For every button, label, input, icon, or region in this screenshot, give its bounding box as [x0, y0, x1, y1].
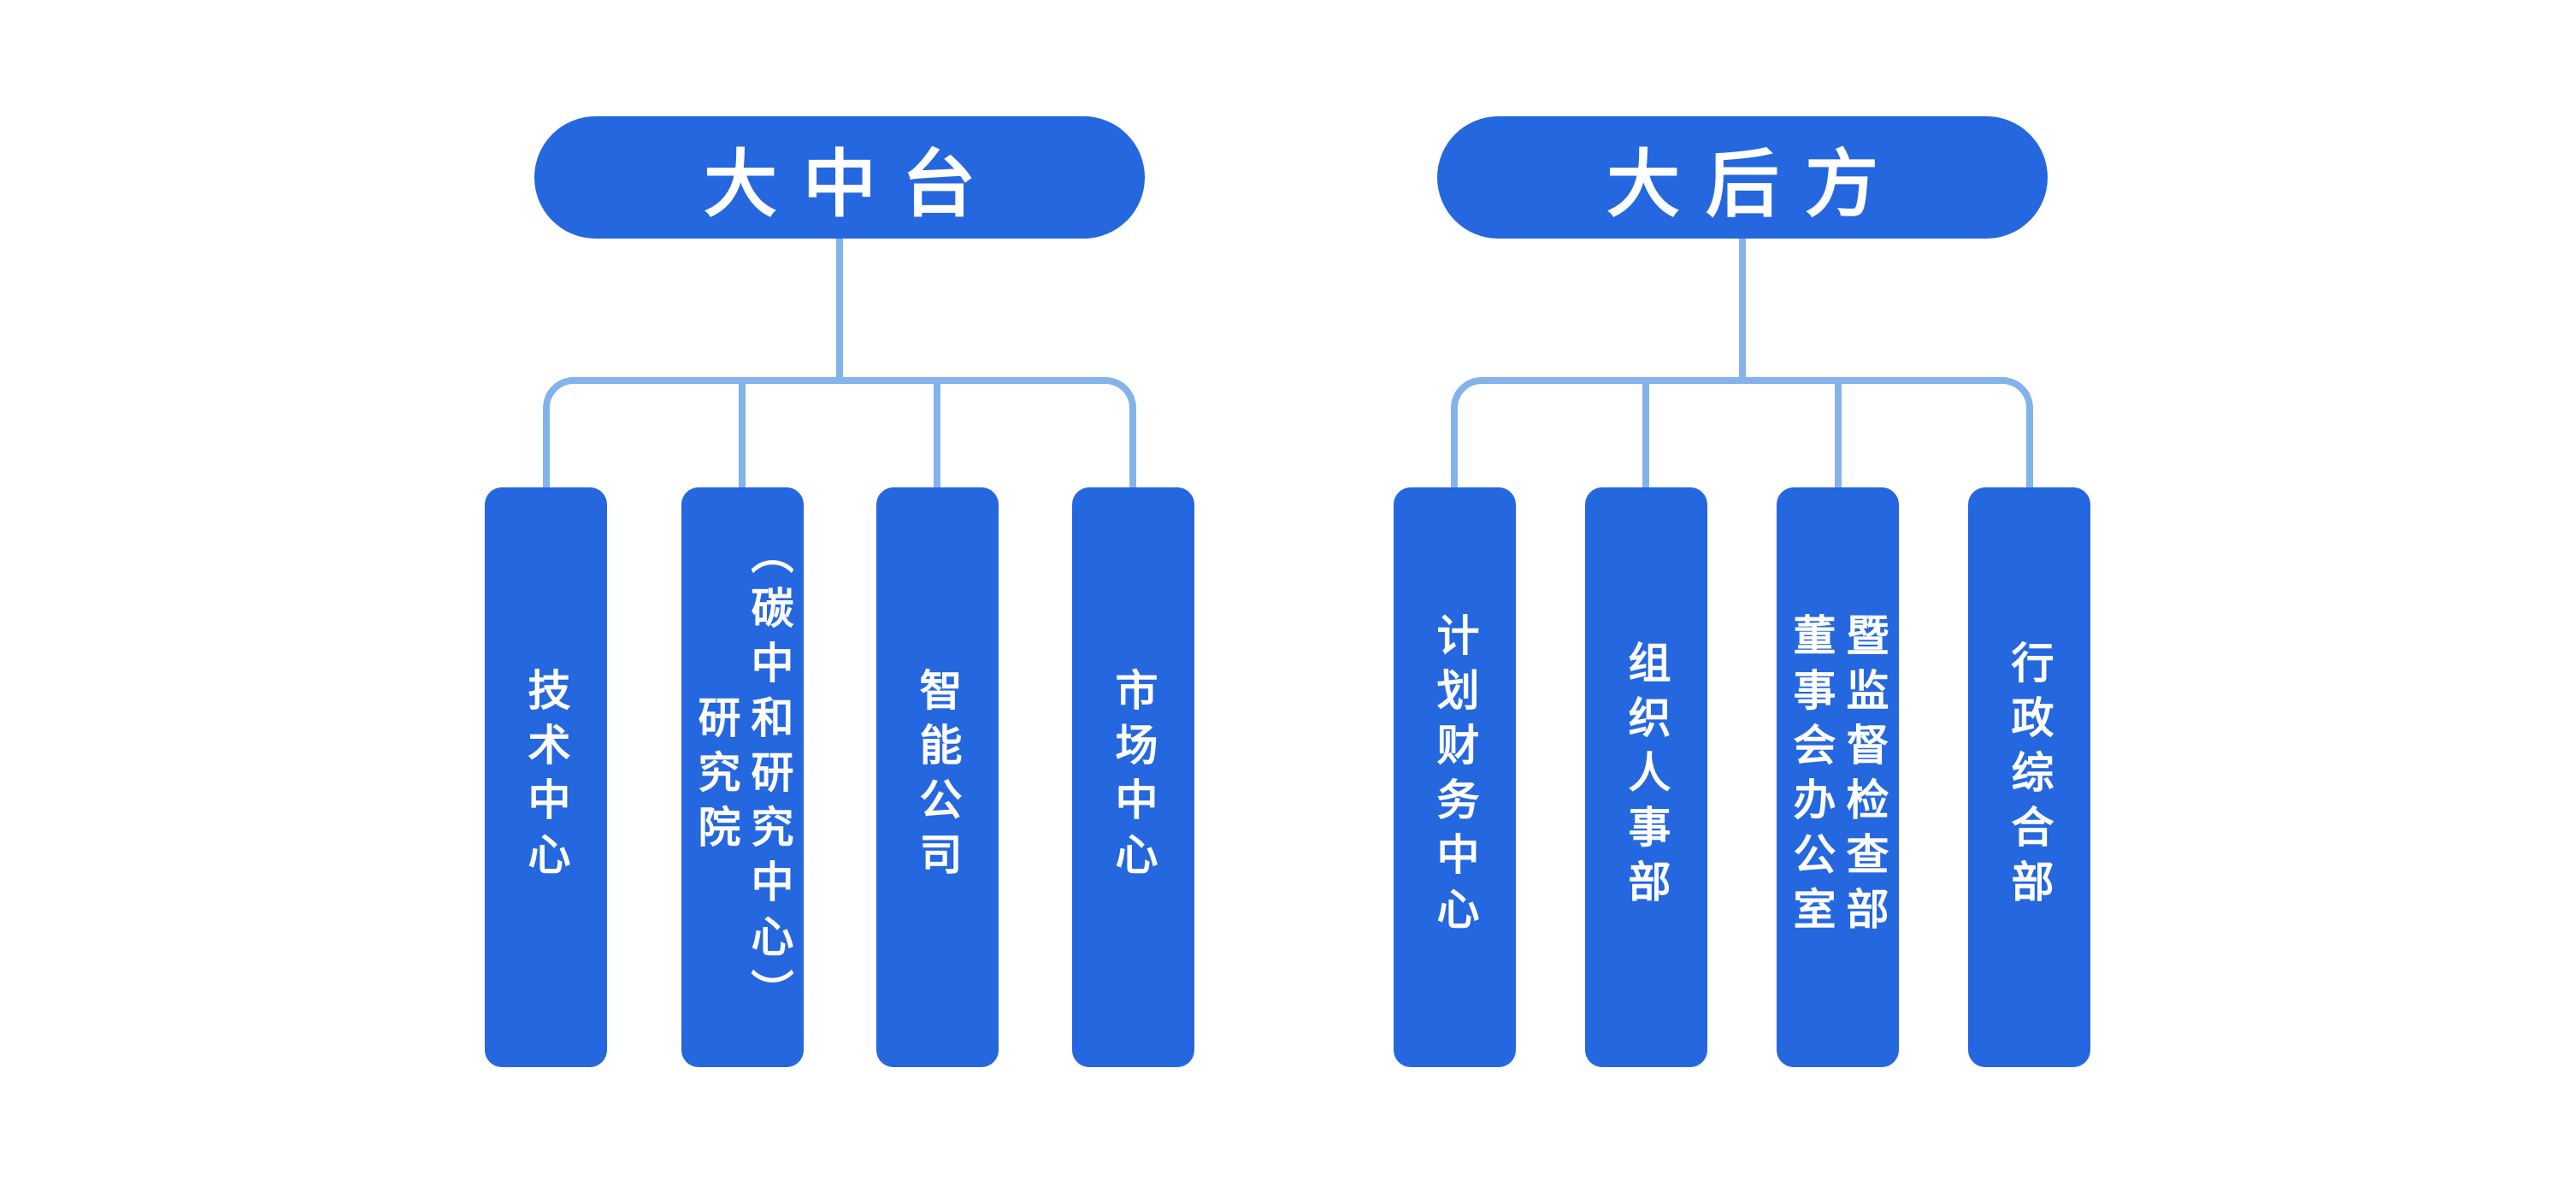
connector-rail-left	[543, 377, 1136, 487]
connector-drop-right-2	[1642, 377, 1649, 487]
connector-rail-right	[1451, 377, 2033, 487]
connector-stem-right	[1739, 239, 1746, 384]
child-node-label: 董事会办公室 暨监督检查部	[1786, 613, 1889, 941]
child-node-research-institute[interactable]: 研究院 （碳中和研究中心）	[681, 487, 804, 1067]
child-node-board-office-supervision-dept[interactable]: 董事会办公室 暨监督检查部	[1777, 487, 1899, 1067]
child-node-label: 组织人事部	[1621, 640, 1671, 914]
connector-drop-left-3	[934, 377, 940, 487]
root-node-label: 大中台	[704, 142, 1001, 227]
child-node-label: 智能公司	[912, 668, 963, 887]
child-node-label: 技术中心	[521, 668, 571, 887]
connector-drop-left-2	[739, 377, 746, 487]
child-node-label: 市场中心	[1108, 668, 1158, 887]
root-node-dazhongtai[interactable]: 大中台	[534, 116, 1145, 239]
root-node-label: 大后方	[1606, 142, 1904, 227]
child-node-label: 行政综合部	[2004, 640, 2054, 914]
connector-drop-right-3	[1835, 377, 1842, 487]
child-node-label: 计划财务中心	[1429, 613, 1480, 941]
child-node-planning-finance-center[interactable]: 计划财务中心	[1394, 487, 1516, 1067]
child-node-market-center[interactable]: 市场中心	[1072, 487, 1194, 1067]
child-node-organization-personnel-dept[interactable]: 组织人事部	[1585, 487, 1707, 1067]
root-node-dahoufang[interactable]: 大后方	[1437, 116, 2048, 239]
child-node-label: 研究院 （碳中和研究中心）	[691, 531, 794, 1024]
child-node-administrative-general-dept[interactable]: 行政综合部	[1968, 487, 2090, 1067]
child-node-intelligent-company[interactable]: 智能公司	[876, 487, 999, 1067]
child-node-technology-center[interactable]: 技术中心	[485, 487, 607, 1067]
connector-stem-left	[836, 239, 843, 384]
